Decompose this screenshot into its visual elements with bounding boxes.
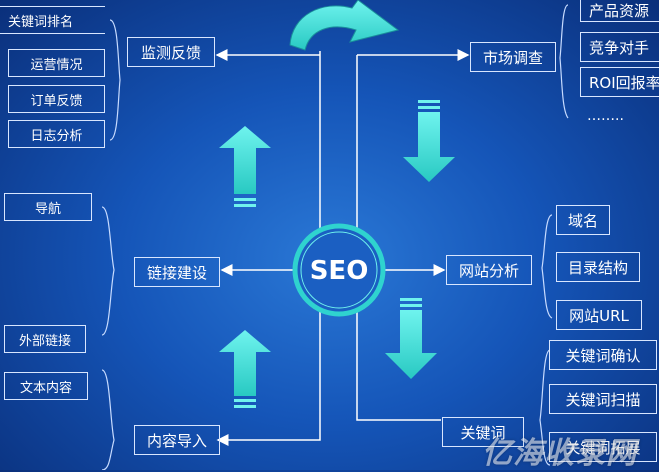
site-item: 域名	[556, 205, 610, 235]
seo-hub-label: SEO	[309, 256, 369, 286]
keyword-item: 关键词拓展	[549, 432, 657, 462]
link-item: 导航	[4, 193, 92, 221]
node-market-research: 市场调查	[470, 42, 556, 72]
monitor-item: 日志分析	[8, 120, 105, 148]
market-item: 产品资源	[580, 0, 659, 22]
node-site-analysis: 网站分析	[446, 255, 532, 285]
connector-lines	[215, 49, 470, 446]
link-item: 外部链接	[4, 325, 86, 353]
watermark-text: 亿海收录网	[482, 436, 637, 471]
site-item: 网站URL	[556, 300, 642, 330]
market-item: ROI回报率	[580, 67, 659, 97]
cycle-curved-arrow	[289, 0, 400, 51]
node-link-building: 链接建设	[134, 257, 220, 287]
up-arrow-icon	[219, 330, 271, 408]
monitor-item: 运营情况	[8, 49, 105, 77]
down-arrow-icon	[385, 298, 437, 379]
up-arrow-icon	[219, 126, 271, 207]
site-item: 目录结构	[556, 252, 640, 282]
keyword-item: 关键词确认	[549, 340, 657, 370]
seo-hub-circle	[292, 223, 386, 317]
node-content-import: 内容导入	[134, 425, 220, 455]
node-keywords: 关键词	[442, 417, 524, 447]
market-more-ellipsis: ……..	[587, 108, 624, 124]
down-arrow-icon	[403, 100, 455, 182]
node-monitor-feedback: 监测反馈	[127, 37, 215, 67]
content-item: 文本内容	[4, 372, 88, 400]
keyword-item: 关键词扫描	[549, 384, 657, 414]
monitor-item: 关键词排名	[0, 6, 105, 34]
monitor-item: 订单反馈	[8, 85, 105, 113]
market-item: 竞争对手	[580, 32, 659, 62]
brace-lines	[101, 4, 569, 470]
